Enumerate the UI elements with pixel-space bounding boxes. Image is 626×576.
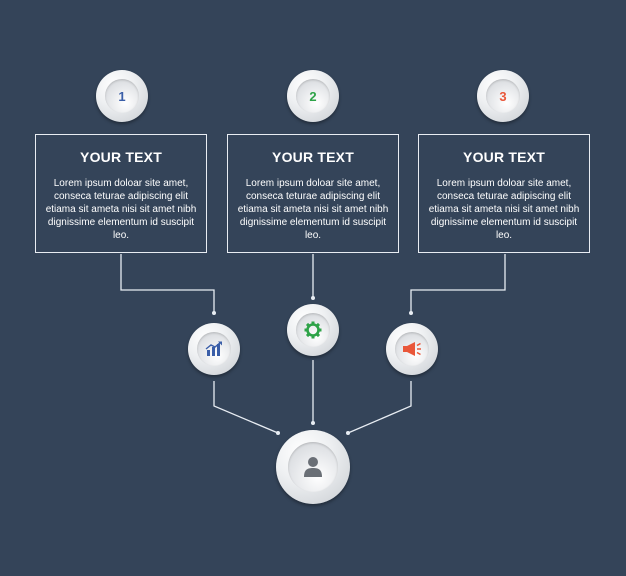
step-2-number-badge: 2 bbox=[287, 70, 339, 122]
connector-step-1 bbox=[120, 254, 215, 312]
step-3-text-box: YOUR TEXT Lorem ipsum doloar site amet, … bbox=[418, 134, 590, 253]
gear-icon-disc bbox=[287, 304, 339, 356]
step-1-number-badge: 1 bbox=[96, 70, 148, 122]
connector-dot bbox=[276, 431, 280, 435]
step-3-description: Lorem ipsum doloar site amet, conseca te… bbox=[428, 178, 580, 241]
step-1-title: YOUR TEXT bbox=[80, 149, 162, 165]
connector-dot bbox=[346, 431, 350, 435]
gear-icon bbox=[304, 321, 322, 339]
step-1-number: 1 bbox=[118, 88, 126, 104]
connector-dot bbox=[311, 296, 315, 300]
chart-growth-icon bbox=[205, 341, 222, 356]
step-1-description: Lorem ipsum doloar site amet, conseca te… bbox=[45, 178, 197, 241]
user-icon-disc bbox=[276, 430, 350, 504]
user-icon bbox=[304, 457, 322, 477]
step-3-number-badge: 3 bbox=[477, 70, 529, 122]
step-1-text-box: YOUR TEXT Lorem ipsum doloar site amet, … bbox=[35, 134, 207, 253]
connector-chart-to-user bbox=[213, 381, 279, 434]
connector-megaphone-to-user bbox=[347, 381, 412, 434]
connector-dot bbox=[311, 421, 315, 425]
step-2-text-box: YOUR TEXT Lorem ipsum doloar site amet, … bbox=[227, 134, 399, 253]
connector-dot bbox=[409, 311, 413, 315]
connector-step-3 bbox=[410, 254, 506, 312]
step-2-number: 2 bbox=[309, 88, 317, 104]
step-2-description: Lorem ipsum doloar site amet, conseca te… bbox=[237, 178, 389, 241]
chart-icon-disc bbox=[188, 323, 240, 375]
connector-dot bbox=[212, 311, 216, 315]
megaphone-icon-disc bbox=[386, 323, 438, 375]
megaphone-icon bbox=[403, 342, 421, 356]
step-2-title: YOUR TEXT bbox=[272, 149, 354, 165]
step-3-title: YOUR TEXT bbox=[463, 149, 545, 165]
step-3-number: 3 bbox=[499, 88, 507, 104]
